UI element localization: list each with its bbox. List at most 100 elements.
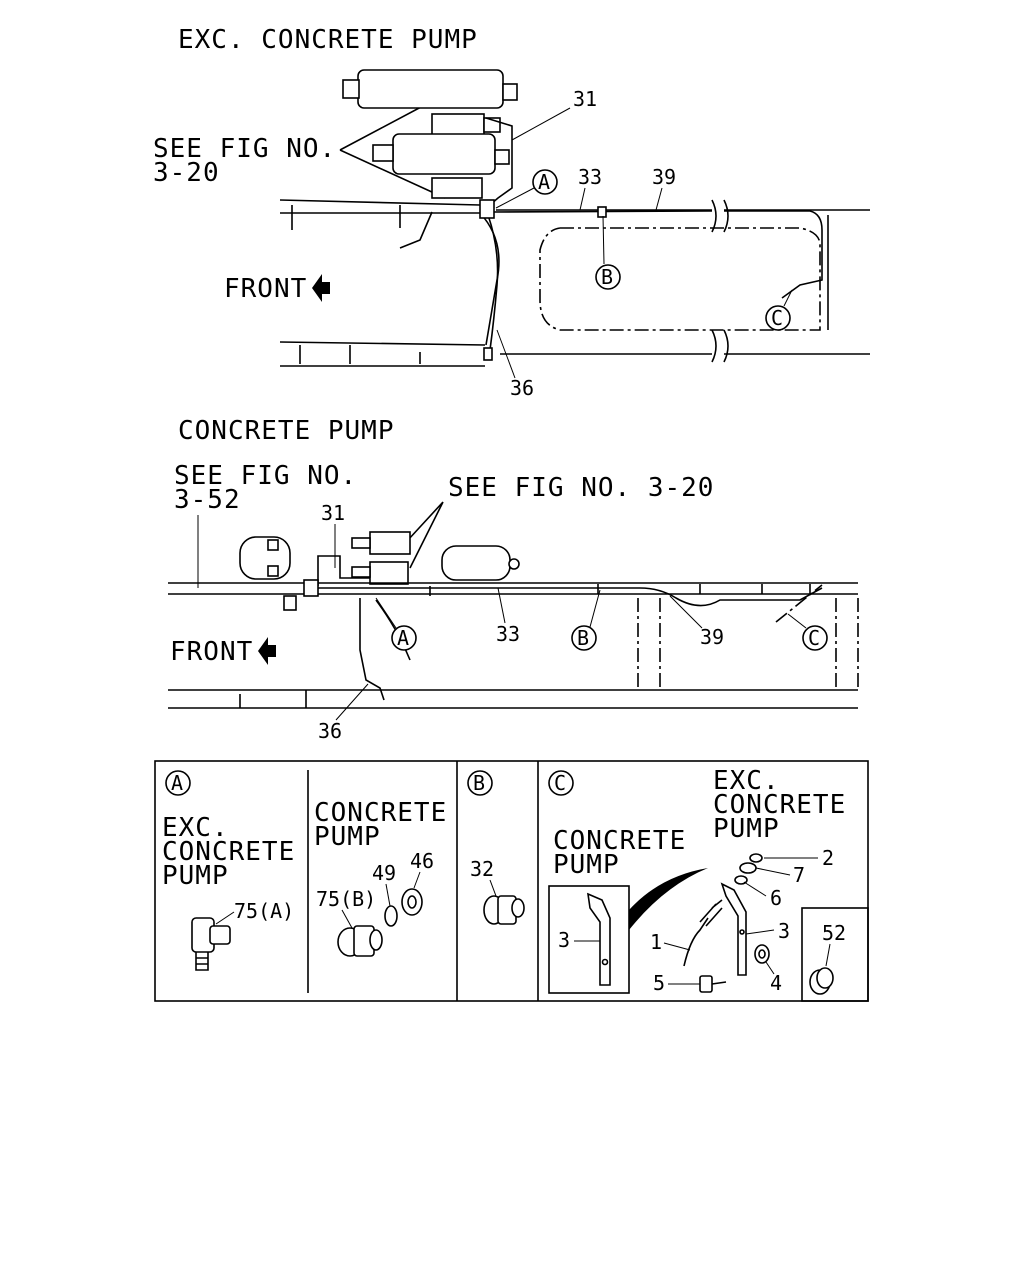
middle-leader-39 [669,595,703,629]
connector-75b-icon [337,925,383,957]
detail-a-leader-75a [215,911,235,925]
detail-c-transition-swoosh [629,868,708,930]
top-title: EXC. CONCRETE PUMP [178,25,478,55]
middle-marker-c-circle [802,625,828,651]
middle-air-tank-left [239,536,291,580]
middle-view-concrete-pump: CONCRETE PUMP SEE FIG NO. 3-52 SEE FIG N… [168,416,859,743]
middle-hose-c [775,584,823,623]
middle-front-arrow-icon [258,637,276,665]
nut-7-icon [739,862,757,874]
top-leader-31 [511,107,571,141]
top-leader-39 [655,187,663,211]
detail-b-marker: B [473,771,485,795]
middle-see-fig-a-line1: SEE FIG NO. [174,461,357,491]
middle-leader-c [787,613,807,629]
top-callout-39: 39 [652,165,676,189]
top-leader-36 [496,329,516,379]
detail-a-right-label-2: PUMP [314,822,381,852]
top-air-tank-upper [342,69,518,139]
detail-c-part-6: 6 [770,886,782,910]
top-leader-a [495,187,535,209]
detail-a-part-75b: 75(B) [316,887,376,911]
detail-b: B 32 [467,770,525,925]
middle-marker-b-circle [571,625,597,651]
middle-front-label: FRONT [170,637,253,667]
nut-4-icon [754,944,770,964]
top-see-fig-line1: SEE FIG NO. [153,134,336,164]
detail-a-part-46: 46 [410,849,434,873]
middle-callout-36: 36 [318,719,342,743]
top-marker-a-circle [532,169,558,195]
detail-c-part-52: 52 [822,921,846,945]
bracket-3-exc-icon [720,882,747,976]
top-pipe-33-39 [491,210,823,299]
top-callout-36: 36 [510,376,534,400]
washer-2-icon [749,853,763,863]
middle-see-fig-a-line2: 3-52 [174,485,241,515]
top-frame-outline [539,227,821,331]
detail-c-leader-1 [663,942,691,951]
detail-c-leader-7 [755,867,791,876]
middle-marker-a: A [397,626,409,650]
detail-c-52-frame [801,907,869,1002]
bolt-5-icon [699,975,727,993]
detail-c-exc-label-2: CONCRETE [713,790,846,820]
detail-c-exc-label-1: EXC. [713,766,780,796]
top-front-label: FRONT [224,274,307,304]
detail-c-part-3b: 3 [778,919,790,943]
bracket-3-exc-hole-icon [739,929,745,935]
detail-c-leader-3b [745,929,775,935]
detail-a-left-label-3: PUMP [162,861,229,891]
detail-a-left-label-2: CONCRETE [162,837,295,867]
detail-c-leader-6 [743,881,767,897]
top-leader-c [783,289,793,307]
detail-c-leader-4 [765,961,775,975]
middle-air-tank-right [441,545,520,581]
middle-marker-c: C [808,626,820,650]
middle-leader-33 [497,587,506,624]
detail-c-leader-52 [825,943,831,967]
top-callout-31: 31 [573,87,597,111]
detail-c-cp-label-2: PUMP [553,850,620,880]
top-leader-b [602,215,605,265]
detail-c-inset-frame [548,885,630,994]
middle-crossmembers [637,598,859,690]
middle-leader-36 [335,683,369,721]
top-marker-b: B [601,265,613,289]
detail-c-part-7: 7 [793,863,805,887]
detail-dividers [456,761,539,1001]
bracket-3-cp-hole-icon [601,958,609,966]
detail-c-exc-label-3: PUMP [713,814,780,844]
middle-callout-33: 33 [496,622,520,646]
detail-c-marker-circle [548,770,574,796]
hose-1-icon [683,917,709,967]
detail-b-marker-circle [467,770,493,796]
top-frame-rail-upper [279,199,870,214]
middle-marker-b: B [577,626,589,650]
middle-clips [239,584,811,708]
detail-a: A EXC. CONCRETE PUMP 75(A) CONCRETE PUMP… [162,770,446,971]
detail-c-cp-label-1: CONCRETE [553,826,686,856]
detail-panels: A EXC. CONCRETE PUMP 75(A) CONCRETE PUMP… [154,760,869,1002]
middle-see-fig-b: SEE FIG NO. 3-20 [448,473,714,503]
top-fitting-36 [483,347,493,361]
top-callout-33: 33 [578,165,602,189]
detail-c-part-3a: 3 [558,928,570,952]
top-leader-33 [579,187,586,211]
detail-c-part-2: 2 [822,846,834,870]
detail-a-part-75a: 75(A) [234,899,294,923]
middle-frame-rail-lower [168,689,858,709]
detail-b-leader-32 [489,879,497,897]
washer-49-icon [384,905,398,927]
top-view-exc-concrete-pump: EXC. CONCRETE PUMP SEE FIG NO. 3-20 [153,25,870,400]
middle-title: CONCRETE PUMP [178,416,395,446]
middle-valves [351,531,411,585]
middle-callout-31: 31 [321,501,345,525]
middle-callout-39: 39 [700,625,724,649]
middle-fitting-a [303,579,319,597]
detail-a-leader-75b [341,909,353,929]
middle-leader-b [589,589,601,628]
connector-32-icon [483,895,525,925]
nut-46-icon [401,888,423,916]
